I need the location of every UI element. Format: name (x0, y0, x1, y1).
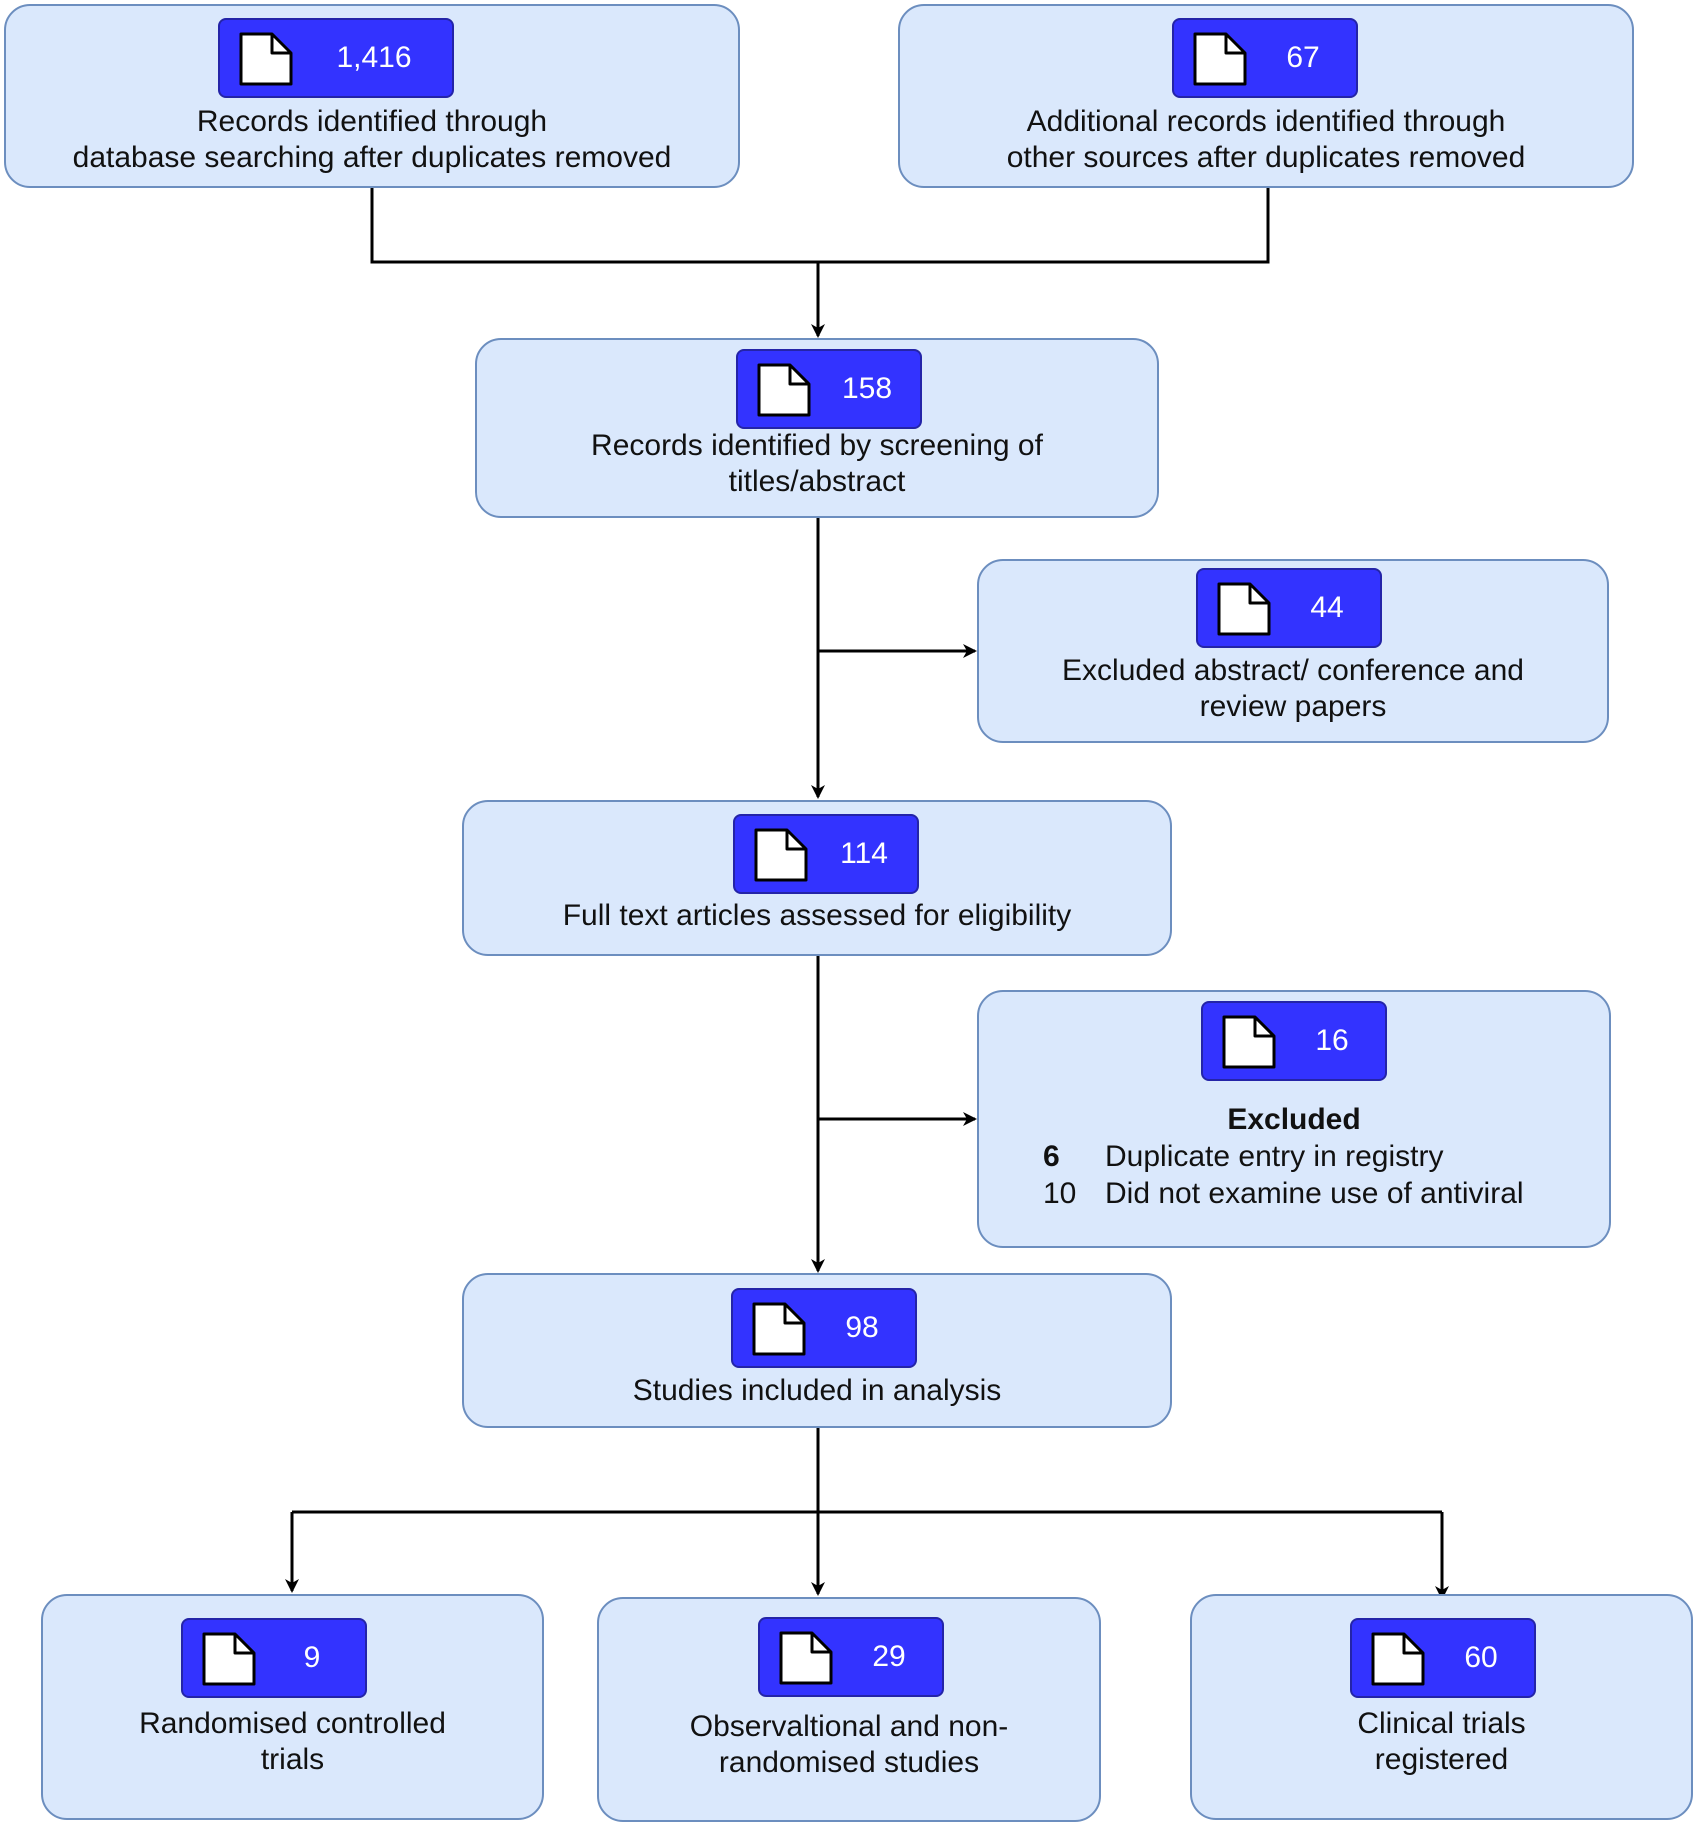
count-value: 67 (1286, 41, 1320, 74)
document-icon (1222, 1015, 1276, 1069)
count-value: 44 (1310, 591, 1344, 624)
document-icon (1193, 32, 1247, 86)
count-value: 98 (845, 1311, 879, 1344)
node-label: Randomised controlled trials (139, 1707, 446, 1776)
count-badge: 158 (736, 349, 922, 429)
document-icon (779, 1631, 833, 1685)
exclusion-text: Did not examine use of antiviral (1105, 1177, 1524, 1210)
count-badge: 114 (733, 814, 919, 894)
count-value: 9 (303, 1641, 321, 1674)
merge-connector (370, 188, 1270, 264)
node-label: Clinical trials registered (1357, 1707, 1526, 1776)
excluded-title: Excluded (1227, 1103, 1361, 1136)
count-value: 16 (1315, 1024, 1349, 1057)
exclusion-reason: 6 Duplicate entry in registry (1043, 1139, 1443, 1175)
document-icon (202, 1632, 256, 1686)
clinical-trials-box: 60 Clinical trials registered (1190, 1594, 1693, 1820)
count-badge: 44 (1196, 568, 1382, 648)
node-label: Observaltional and non- randomised studi… (689, 1710, 1009, 1779)
count-badge: 98 (731, 1288, 917, 1368)
count-badge: 9 (181, 1618, 367, 1698)
count-badge: 60 (1350, 1618, 1536, 1698)
node-label: Additional records identified through ot… (1006, 105, 1526, 174)
count-value: 29 (872, 1640, 906, 1673)
node-label: Full text articles assessed for eligibil… (562, 899, 1072, 932)
exclusion-text: Duplicate entry in registry (1105, 1140, 1444, 1173)
included-box: 98 Studies included in analysis (462, 1273, 1172, 1428)
document-icon (1217, 582, 1271, 636)
split-connector (292, 1428, 1442, 1514)
node-label: Studies included in analysis (632, 1374, 1002, 1407)
database-records-box: 1,416 Records identified through databas… (4, 4, 740, 188)
exclusion-count: 10 (1043, 1177, 1077, 1210)
node-label: Records identified through database sear… (72, 105, 672, 174)
count-badge: 67 (1172, 18, 1358, 98)
excluded-abstract-box: 44 Excluded abstract/ conference and rev… (977, 559, 1609, 743)
count-value: 1,416 (336, 41, 412, 74)
excluded-box: 16 Excluded 6 Duplicate entry in registry… (977, 990, 1611, 1248)
count-badge: 16 (1201, 1001, 1387, 1081)
document-icon (1371, 1632, 1425, 1686)
count-value: 114 (840, 837, 888, 870)
other-sources-box: 67 Additional records identified through… (898, 4, 1634, 188)
full-text-box: 114 Full text articles assessed for elig… (462, 800, 1172, 956)
count-value: 158 (841, 372, 893, 405)
exclusion-count: 6 (1043, 1140, 1060, 1173)
observational-box: 29 Observaltional and non- randomised st… (597, 1597, 1101, 1822)
count-badge: 29 (758, 1617, 944, 1697)
exclusion-reason: 10 Did not examine use of antiviral (1043, 1176, 1524, 1212)
node-label: Records identified by screening of title… (591, 429, 1043, 498)
node-label: Excluded abstract/ conference and review… (1062, 654, 1524, 723)
document-icon (239, 32, 293, 86)
document-icon (754, 828, 808, 882)
rct-box: 9 Randomised controlled trials (41, 1594, 544, 1820)
document-icon (757, 363, 811, 417)
count-badge: 1,416 (218, 18, 454, 98)
screening-box: 158 Records identified by screening of t… (475, 338, 1159, 518)
document-icon (752, 1302, 806, 1356)
count-value: 60 (1464, 1641, 1498, 1674)
